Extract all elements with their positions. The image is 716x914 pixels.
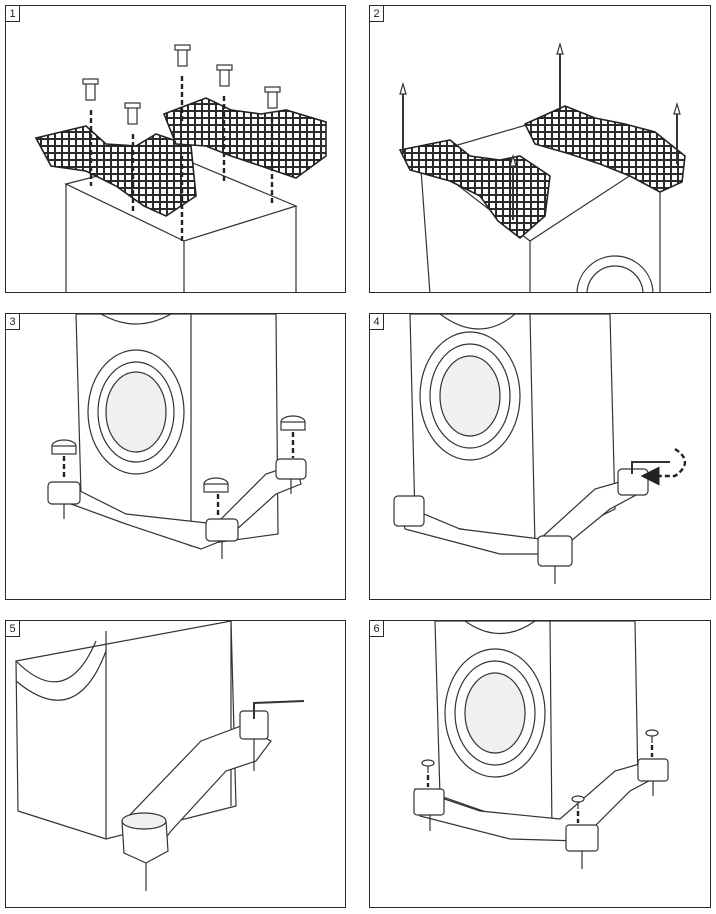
- step-panel-5: 5: [5, 620, 346, 908]
- step-panel-6: 6: [369, 620, 711, 908]
- illustration-fit-caps: [413, 621, 669, 869]
- cap-icon: [51, 415, 306, 493]
- spike-icon: [399, 41, 681, 220]
- step-number: 1: [6, 6, 20, 22]
- illustration-mount-plinth: [34, 44, 327, 292]
- foot-icon: [413, 758, 669, 869]
- foot-icon: [47, 458, 307, 559]
- step-panel-2: 2: [369, 5, 711, 293]
- screw-icon: [82, 44, 281, 125]
- hex-key-icon: [253, 700, 305, 719]
- step-panel-4: 4: [369, 313, 711, 600]
- step-panel-1: 1: [5, 5, 346, 293]
- step-panel-3: 3: [5, 313, 346, 600]
- step-number: 4: [370, 314, 384, 330]
- illustration-insert-spikes: [398, 41, 686, 292]
- step-number: 5: [6, 621, 20, 637]
- illustration-adjust-height: [393, 314, 687, 584]
- rotate-arrow-icon: [640, 447, 687, 486]
- illustration-attach-feet: [47, 314, 307, 559]
- illustration-tighten-foot: [15, 621, 305, 891]
- step-number: 2: [370, 6, 384, 22]
- cap-icon: [421, 729, 659, 809]
- hex-key-icon: [631, 461, 670, 474]
- foot-icon: [121, 710, 269, 891]
- step-number: 6: [370, 621, 384, 637]
- step-number: 3: [6, 314, 20, 330]
